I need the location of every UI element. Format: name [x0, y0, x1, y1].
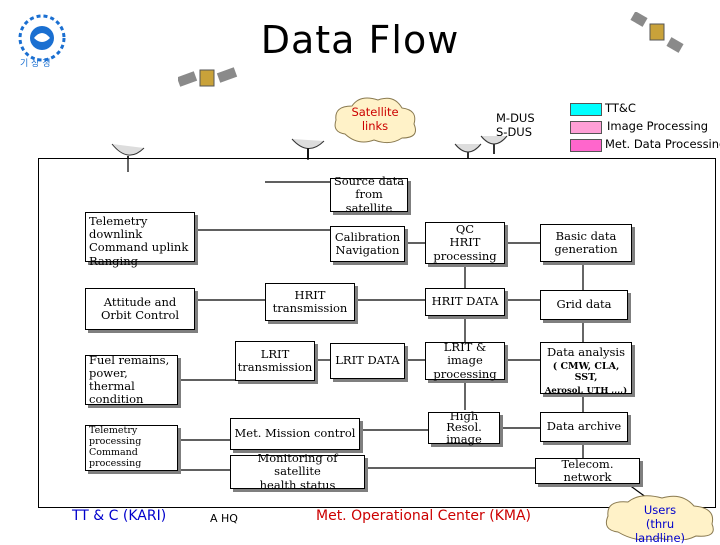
data-archive-label: Data archive: [546, 419, 622, 434]
attitude-box: Attitude and Orbit Control: [85, 288, 195, 330]
legend-image-swatch: [570, 121, 602, 134]
grid-data-box: Grid data: [540, 290, 628, 320]
fuel-box: Fuel remains, power, thermal condition: [85, 352, 178, 407]
grid-data-label: Grid data: [556, 297, 612, 312]
data-analysis-sub2: Aerosol, UTH ,,,,): [544, 386, 628, 397]
fuel-line1: Fuel remains,: [89, 352, 170, 367]
lrit-data-box: LRIT DATA: [330, 343, 405, 379]
footer-ahq: A HQ: [210, 512, 238, 525]
hrit-transmission-line1: HRIT: [294, 287, 326, 302]
basic-data-line1: Basic data: [555, 228, 617, 243]
high-resol-line1: High Resol.: [446, 408, 482, 435]
source-data-line2: from satellite: [345, 187, 393, 215]
legend-image-label: Image Processing: [607, 119, 709, 133]
monitoring-line1: Monitoring of satellite: [257, 451, 338, 479]
tm-processing-box: Telemetry processing Command processing: [85, 425, 178, 471]
high-resol-line2: image: [446, 431, 482, 446]
calibration-line2: Navigation: [335, 243, 400, 257]
users-line3: landline): [634, 530, 686, 545]
footer-ttc-kari: TT & C (KARI): [72, 508, 167, 524]
source-data-box: Source data from satellite: [330, 174, 408, 215]
users-line1: Users: [643, 503, 677, 517]
attitude-line2: Orbit Control: [100, 308, 180, 322]
dish-sdus-icon: [478, 130, 510, 160]
monitoring-line2: health status: [259, 477, 336, 492]
high-resol-box: High Resol. image: [428, 408, 500, 446]
lrit-transmission-line1: LRIT: [260, 346, 290, 361]
satellite-links-cloud: Satellite links: [330, 94, 420, 150]
sdus-label: S-DUS: [496, 124, 533, 139]
qc-line3: processing: [433, 248, 497, 263]
lrit-transmission-line2: transmission: [237, 360, 313, 374]
attitude-line1: Attitude and: [103, 294, 177, 309]
qc-line2: HRIT: [449, 235, 481, 250]
met-mission-box: Met. Mission control: [230, 418, 360, 450]
users-cloud: Users (thru landline): [600, 492, 720, 544]
hrit-data-label: HRIT DATA: [431, 294, 499, 309]
satellite-links-line1: Satellite: [351, 105, 399, 119]
telecom-box: Telecom. network: [535, 456, 640, 484]
tm-processing-line2: Command processing: [89, 447, 142, 469]
lrit-image-box: LRIT & image processing: [425, 340, 505, 381]
telemetry-line1: Telemetry downlink: [89, 214, 148, 242]
satellite-left-icon: [176, 60, 238, 104]
calibration-line1: Calibration: [334, 229, 401, 244]
lrit-image-line2: processing: [433, 366, 497, 381]
basic-data-line2: generation: [554, 242, 618, 256]
kma-logo: 기 상 청: [12, 10, 72, 70]
fuel-line2: power, thermal: [89, 365, 135, 393]
dish-mdus-icon: [452, 138, 484, 168]
fuel-line3: condition: [89, 392, 144, 407]
hrit-data-box: HRIT DATA: [425, 288, 505, 316]
telecom-label: Telecom. network: [561, 456, 614, 484]
hrit-transmission-line2: transmission: [272, 301, 348, 315]
lrit-image-line1: LRIT & image: [443, 340, 487, 368]
qc-line1: QC: [455, 222, 475, 237]
legend-met-label: Met. Data Processing: [605, 137, 720, 151]
monitoring-box: Monitoring of satellite health status: [230, 451, 365, 492]
calibration-box: Calibration Navigation: [330, 226, 405, 262]
data-analysis-label: Data analysis: [547, 345, 625, 359]
hrit-transmission-box: HRIT transmission: [265, 283, 355, 321]
satellite-right-icon: [630, 11, 690, 61]
tm-processing-line1: Telemetry processing: [89, 425, 142, 448]
page-title: Data Flow: [260, 18, 460, 62]
basic-data-box: Basic data generation: [540, 224, 632, 262]
satellite-links-line2: links: [361, 118, 389, 133]
source-data-line1: Source data: [333, 174, 405, 189]
legend-met-swatch: [570, 139, 602, 152]
qc-hrit-box: QC HRIT processing: [425, 222, 505, 264]
legend-ttc-swatch: [570, 103, 602, 116]
telemetry-box: Telemetry downlink Command uplink Rangin…: [85, 212, 195, 267]
logo-caption: 기 상 청: [20, 59, 51, 69]
legend-ttc-label: TT&C: [605, 101, 636, 115]
footer-met-center: Met. Operational Center (KMA): [316, 508, 532, 524]
data-archive-box: Data archive: [540, 412, 628, 442]
data-analysis-sub1: ( CMW, CLA, SST,: [552, 361, 620, 384]
lrit-data-label: LRIT DATA: [335, 353, 400, 368]
mdus-label: M-DUS: [496, 111, 535, 125]
lrit-transmission-box: LRIT transmission: [235, 341, 315, 381]
telemetry-line3: Ranging: [89, 253, 138, 268]
telemetry-line2: Command uplink: [89, 240, 189, 255]
users-line2: (thru: [645, 516, 675, 531]
data-analysis-box: Data analysis ( CMW, CLA, SST, Aerosol, …: [540, 342, 632, 397]
met-mission-label: Met. Mission control: [234, 426, 356, 441]
